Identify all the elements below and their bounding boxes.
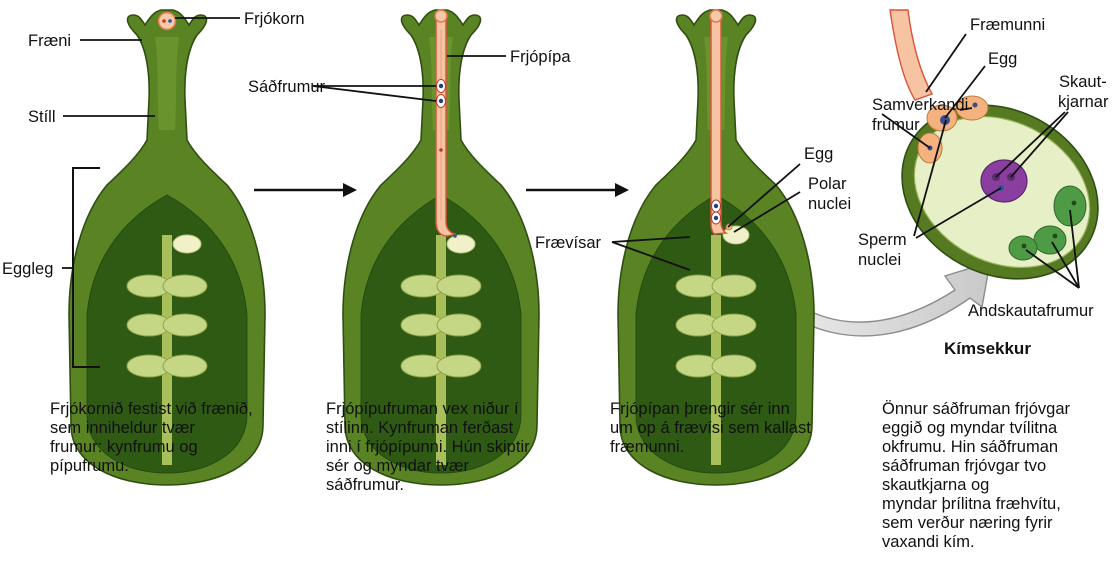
leader-skautkjarnar-1 xyxy=(995,111,1066,178)
caption-line: sem inniheldur tvær xyxy=(50,419,195,437)
caption-line: stílinn. Kynfruman ferðast xyxy=(326,419,514,437)
label-polar-nuclei-2: nuclei xyxy=(808,195,851,213)
label-fraevisar: Frævísar xyxy=(535,234,602,252)
arrow-1 xyxy=(254,183,357,197)
leader-andskauta-2 xyxy=(1051,241,1080,289)
pistil-stage-3 xyxy=(617,9,815,486)
label-andskautafrumur: Andskautafrumur xyxy=(968,302,1094,320)
embryo-sac xyxy=(889,9,1099,280)
label-egg-sac: Egg xyxy=(988,50,1017,68)
caption-line: vaxandi kím. xyxy=(882,533,975,551)
caption-line: sér og myndar tvær xyxy=(326,457,470,475)
leader-sperm-2 xyxy=(915,187,1002,239)
label-skautkjarnar-2: kjarnar xyxy=(1058,93,1109,111)
leader-sperm-1 xyxy=(913,119,947,237)
caption-stage-1: Frjókornið festist við frænið, sem innih… xyxy=(50,400,253,476)
caption-line: Frjópípufruman vex niður í xyxy=(326,400,519,418)
arrow-2 xyxy=(526,183,629,197)
pollen-grain xyxy=(157,11,177,31)
caption-stage-3: Frjópípan þrengir sér inn um op á frævís… xyxy=(610,400,811,457)
pistil-stage-1 xyxy=(68,9,266,486)
caption-line: sáðfrumur. xyxy=(326,476,404,494)
caption-stage-4: Önnur sáðfruman frjóvgar eggið og myndar… xyxy=(882,400,1070,552)
label-sperm-nuclei-2: nuclei xyxy=(858,251,901,269)
embryo-sac-stage-1 xyxy=(172,234,202,254)
label-skautkjarnar-1: Skaut- xyxy=(1059,73,1107,91)
caption-line: frumur: kynfrumu og xyxy=(50,438,198,456)
caption-line: myndar þrílitna fræhvítu, xyxy=(882,495,1061,513)
label-kimsekkur: Kímsekkur xyxy=(944,339,1031,358)
leader-andskauta-1 xyxy=(1069,209,1080,289)
label-polar-nuclei-1: Polar xyxy=(808,175,847,193)
caption-line: Frjókornið festist við frænið, xyxy=(50,400,253,418)
leader-skautkjarnar-2 xyxy=(1010,111,1069,178)
label-eggleg: Eggleg xyxy=(2,260,53,278)
label-still: Stíll xyxy=(28,108,56,126)
leader-andskauta-3 xyxy=(1025,249,1080,289)
label-sadfrumur: Sáðfrumur xyxy=(248,78,326,96)
caption-line: pípufrumu. xyxy=(50,457,129,475)
caption-line: skautkjarna og xyxy=(882,476,990,494)
label-frjokorn: Frjókorn xyxy=(244,10,305,28)
leader-fraevisar-1 xyxy=(611,236,691,243)
pollen-tube-stage-3 xyxy=(709,9,733,235)
label-fraemunni: Fræmunni xyxy=(970,16,1045,34)
caption-line: eggið og myndar tvílitna xyxy=(882,419,1058,437)
caption-line: inni í frjópípunni. Hún skiptir xyxy=(326,438,530,456)
leader-samverkandi-2 xyxy=(959,107,973,111)
leader-samverkandi-1 xyxy=(881,113,931,149)
caption-stage-2: Frjópípufruman vex niður í stílinn. Kynf… xyxy=(326,400,530,495)
leader-egg-stage-3 xyxy=(727,163,801,228)
pollen-tube-stage-2 xyxy=(434,9,457,238)
leader-fraemunni xyxy=(925,33,967,93)
caption-line: okfrumu. Hin sáðfruman xyxy=(882,438,1059,456)
leader-fraevisar-2 xyxy=(611,241,691,271)
caption-line: Frjópípan þrengir sér inn xyxy=(610,400,790,418)
label-fraeni: Fræni xyxy=(28,32,71,50)
caption-line: sem verður næring fyrir xyxy=(882,514,1053,532)
leader-sadfrumur-2 xyxy=(312,85,437,102)
caption-line: Önnur sáðfruman frjóvgar xyxy=(882,400,1071,418)
label-frjopipa: Frjópípa xyxy=(510,48,571,66)
leader-polar-nuclei xyxy=(733,191,801,233)
pistil-stage-2 xyxy=(342,9,540,486)
label-sperm-nuclei-1: Sperm xyxy=(858,231,907,249)
label-egg-stage-3: Egg xyxy=(804,145,833,163)
caption-line: sáðfruman frjóvgar tvo xyxy=(882,457,1047,475)
label-samverkandi-1: Samverkandi xyxy=(872,96,968,114)
leader-egg-sac xyxy=(944,65,986,119)
caption-line: um op á frævísi sem kallast xyxy=(610,419,811,437)
caption-line: fræmunni. xyxy=(610,438,685,456)
